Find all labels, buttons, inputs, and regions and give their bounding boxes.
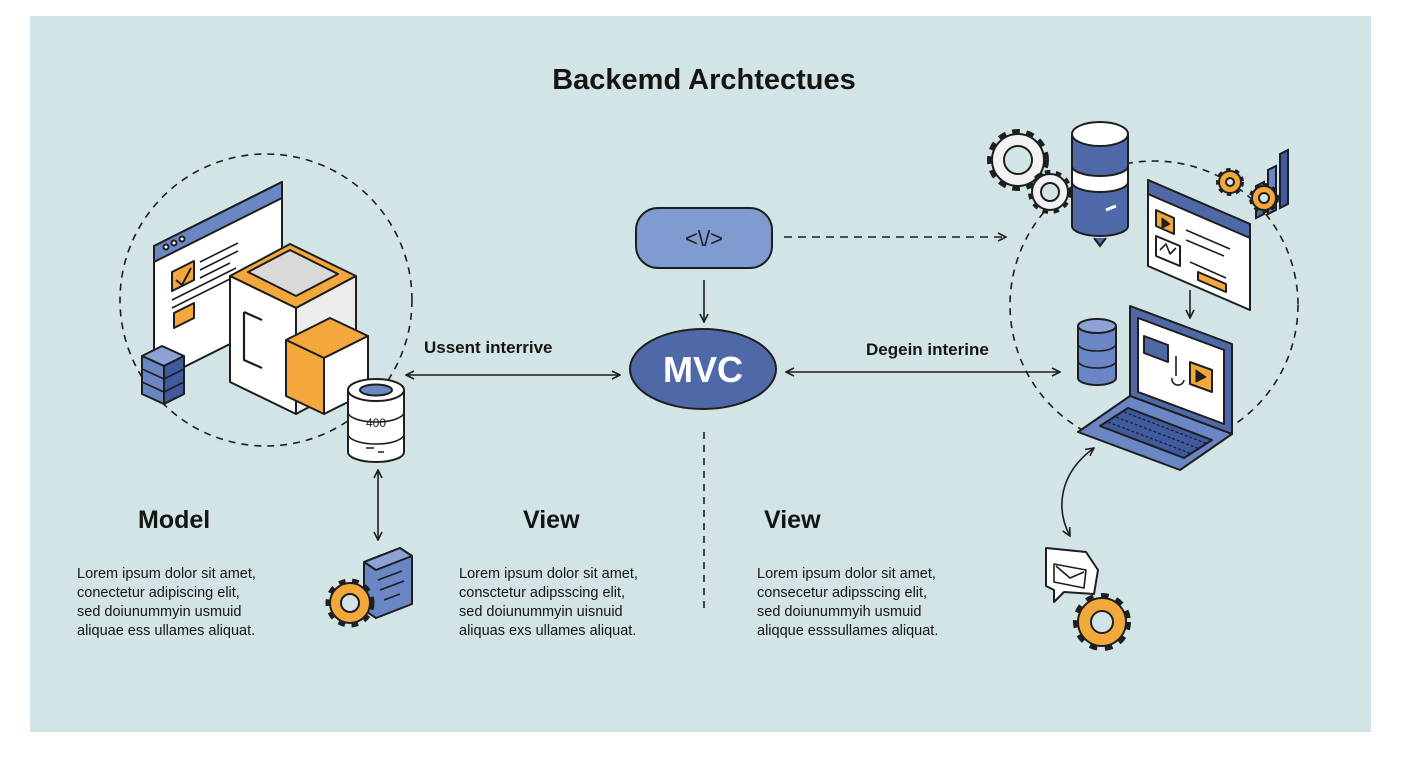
code-icon (635, 207, 773, 269)
code-symbol: <\/> (685, 226, 723, 251)
mvc-node (629, 328, 777, 410)
server-badge-text: 400 (366, 416, 386, 430)
model-description: Lorem ipsum dolor sit amet, conectetur a… (77, 566, 256, 639)
view-description: Lorem ipsum dolor sit amet, consctetur a… (459, 566, 638, 639)
server-stack-icon (1077, 318, 1117, 386)
browser-window-icon (1147, 179, 1251, 311)
laptop-to-message-arrow (1061, 448, 1094, 536)
server-stack-icon (141, 345, 185, 405)
view-heading: View (523, 506, 580, 534)
server-box-icon (229, 243, 369, 415)
database-icon (1071, 121, 1129, 248)
mvc-label: MVC (663, 349, 743, 390)
gear-pair-icon (987, 129, 1072, 214)
view-description-right: Lorem ipsum dolor sit amet, consecetur a… (757, 566, 939, 639)
gear-icon (325, 547, 413, 628)
left-connector-label: Ussent interrive (424, 338, 553, 357)
diagram-title: Backemd Archtectues (552, 64, 856, 96)
message-bubble-icon (1045, 547, 1099, 603)
model-heading: Model (138, 506, 211, 534)
right-connector-label: Degein interine (866, 340, 989, 359)
view-heading-right: View (764, 506, 821, 534)
gear-icon (1073, 593, 1131, 651)
database-icon (347, 378, 405, 463)
laptop-icon (1077, 305, 1233, 471)
bar-chart-icon (1216, 148, 1289, 220)
left-dashed-circle (119, 153, 413, 447)
